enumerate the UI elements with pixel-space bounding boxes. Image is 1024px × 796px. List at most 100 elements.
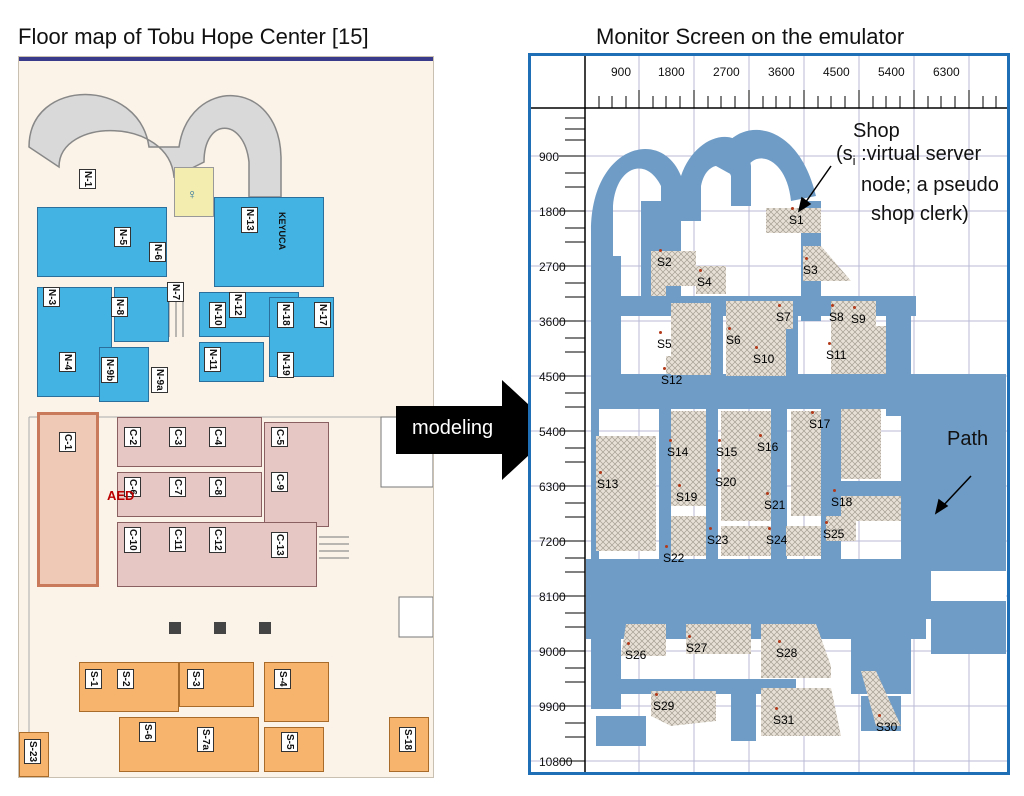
shop-node: S20 xyxy=(715,469,737,489)
x-tick-label: 1800 xyxy=(658,65,685,79)
y-tick-label: 1800 xyxy=(539,205,566,219)
shop-node: S16 xyxy=(757,434,779,454)
shop-node: S26 xyxy=(625,642,647,662)
shop-node: S15 xyxy=(716,439,738,459)
shop-node: S7 xyxy=(776,304,791,324)
shop-node: S30 xyxy=(876,714,898,734)
room-label: N-10 xyxy=(209,302,226,328)
y-tick-label: 3600 xyxy=(539,315,566,329)
room-label: S-18 xyxy=(399,727,416,753)
shop-node: S27 xyxy=(686,635,708,655)
room-label: S-4 xyxy=(274,669,291,689)
y-tick-label: 5400 xyxy=(539,425,566,439)
room-label: N-4 xyxy=(59,352,76,373)
room-label: S-7a xyxy=(197,727,214,753)
room-label: N-9a xyxy=(151,367,168,393)
shop-node: S18 xyxy=(831,489,853,509)
shop-node: S11 xyxy=(826,342,847,362)
x-tick-label: 3600 xyxy=(768,65,795,79)
room-label: N-18 xyxy=(277,302,294,328)
shop-node: S13 xyxy=(597,471,619,491)
room-label: N-8 xyxy=(111,297,128,318)
room-label: N-12 xyxy=(229,292,246,318)
shop-node: S4 xyxy=(697,269,712,289)
shop-node: S6 xyxy=(726,327,741,347)
room-c-grid-a xyxy=(117,417,262,467)
monitor-screen: 900 1800 2700 3600 4500 5400 6300 900 18… xyxy=(528,53,1010,775)
y-tick-label: 900 xyxy=(539,150,560,164)
shop-node: S19 xyxy=(676,484,698,504)
shop-node: S29 xyxy=(653,693,675,713)
shop-node: S28 xyxy=(776,640,798,660)
room-label: N-17 xyxy=(314,302,331,328)
shop-annotation-line2-pre: (s xyxy=(836,143,853,165)
room-label: S-2 xyxy=(117,669,134,689)
keyuca-label: KEYUCA xyxy=(277,212,287,251)
floor-map: ♀ N-1 N-3 N-4 N-5 N-6 N-7 N-8 N-9b N-9a … xyxy=(18,56,434,778)
modeling-label: modeling xyxy=(412,417,494,439)
room-label: N-6 xyxy=(149,242,166,263)
shop-node: S8 xyxy=(829,304,844,324)
room-label: C-8 xyxy=(209,477,226,498)
room-label: C-11 xyxy=(169,527,186,553)
room-label: S-6 xyxy=(139,722,156,742)
shop-node: S1 xyxy=(789,207,804,227)
room-label: N-13 xyxy=(241,207,258,233)
y-tick-label: 7200 xyxy=(539,535,566,549)
shop-node: S22 xyxy=(663,545,685,565)
room-label: N-9b xyxy=(101,357,118,384)
room-label: C-1 xyxy=(59,432,76,453)
shop-node: S24 xyxy=(766,527,788,547)
room-label: N-5 xyxy=(114,227,131,248)
room-label: S-3 xyxy=(187,669,204,689)
room-label: N-3 xyxy=(43,287,60,308)
room-label: C-10 xyxy=(124,527,141,553)
room-label: C-5 xyxy=(271,427,288,448)
y-tick-label: 8100 xyxy=(539,590,566,604)
room-label: S-1 xyxy=(85,669,102,689)
x-tick-label: 900 xyxy=(611,65,632,79)
room-label: C-13 xyxy=(271,532,288,558)
shop-node: S23 xyxy=(707,527,729,547)
y-tick-label: 6300 xyxy=(539,480,566,494)
y-tick-label: 2700 xyxy=(539,260,566,274)
y-tick-label: 4500 xyxy=(539,370,566,384)
shop-node: S17 xyxy=(809,411,831,431)
room-label: C-3 xyxy=(169,427,186,448)
shop-node: S9 xyxy=(851,306,866,326)
room-toilet: ♀ xyxy=(174,167,214,217)
x-tick-label: 6300 xyxy=(933,65,960,79)
shop-annotation-line2-post: :virtual server xyxy=(855,143,982,165)
shop-annotation-line1: Shop xyxy=(853,120,900,142)
shop-node: S3 xyxy=(803,257,818,277)
room-label: N-11 xyxy=(204,347,221,373)
shop-annotation-line2-sub: i xyxy=(852,153,856,168)
room-n-block-b xyxy=(214,197,324,287)
shop-node: S12 xyxy=(661,367,683,387)
shop-node: S21 xyxy=(764,492,786,512)
room-label: C-2 xyxy=(124,427,141,448)
modeling-arrow xyxy=(396,380,556,480)
shop-node: S5 xyxy=(657,331,672,351)
room-label: C-6 xyxy=(124,477,141,498)
room-n-block-a xyxy=(37,207,167,277)
room-label: C-12 xyxy=(209,527,226,553)
right-title: Monitor Screen on the emulator xyxy=(596,24,905,49)
shop-annotation-line4: shop clerk) xyxy=(871,203,969,225)
aed-label: AED xyxy=(107,488,135,503)
x-tick-label: 4500 xyxy=(823,65,850,79)
shop-annotation-line2: (si :virtual server xyxy=(836,144,981,168)
monitor-grid xyxy=(531,56,1007,772)
room-label: C-4 xyxy=(209,427,226,448)
y-tick-label: 10800 xyxy=(539,755,573,769)
shop-node: S14 xyxy=(667,439,689,459)
room-label: N-7 xyxy=(167,282,184,303)
shop-node: S10 xyxy=(753,346,775,366)
room-label: C-7 xyxy=(169,477,186,498)
room-label: N-19 xyxy=(277,352,294,378)
shop-node: S31 xyxy=(773,707,795,727)
room-label: N-1 xyxy=(79,169,96,190)
shop-annotation: Shop xyxy=(843,121,900,142)
x-tick-label: 5400 xyxy=(878,65,905,79)
map-top-stripe xyxy=(19,57,433,61)
